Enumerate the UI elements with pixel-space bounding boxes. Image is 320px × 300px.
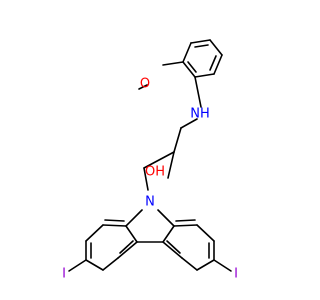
bond bbox=[125, 209, 143, 227]
bond bbox=[162, 225, 175, 243]
bond bbox=[143, 151, 175, 169]
bond-lines bbox=[68, 39, 232, 272]
structure-canvas: O NH OH N I I bbox=[62, 39, 238, 282]
bond bbox=[85, 259, 104, 271]
bond bbox=[166, 240, 181, 254]
bond bbox=[213, 54, 223, 75]
bond bbox=[194, 76, 202, 108]
bond bbox=[102, 257, 119, 271]
atom-labels: O NH OH N I I bbox=[62, 77, 238, 282]
bond bbox=[125, 225, 138, 243]
bond bbox=[209, 55, 217, 71]
bond bbox=[117, 241, 138, 259]
bond bbox=[196, 224, 215, 242]
bond bbox=[173, 127, 182, 153]
bond bbox=[167, 151, 175, 179]
bond bbox=[181, 257, 198, 271]
bond bbox=[162, 61, 184, 66]
bond bbox=[138, 84, 148, 90]
bond bbox=[194, 44, 209, 48]
bond bbox=[213, 259, 232, 272]
bond bbox=[196, 259, 215, 271]
bond bbox=[209, 39, 223, 56]
bond bbox=[182, 42, 192, 63]
bond bbox=[162, 241, 183, 259]
bond bbox=[143, 167, 149, 191]
bond bbox=[68, 259, 87, 272]
bond bbox=[157, 209, 175, 227]
carbazole-nitrogen-label: N bbox=[145, 195, 155, 210]
bond bbox=[173, 224, 198, 227]
bond bbox=[102, 224, 127, 227]
iodine-right-label: I bbox=[234, 267, 238, 282]
bond bbox=[194, 73, 215, 78]
bond bbox=[85, 224, 104, 242]
methoxy-oxygen-label: O bbox=[140, 77, 150, 92]
bond bbox=[187, 61, 197, 73]
bond bbox=[175, 219, 196, 222]
hydroxyl-oh-label: OH bbox=[145, 165, 165, 180]
amine-nh-label: NH bbox=[190, 107, 210, 122]
bond bbox=[182, 61, 196, 78]
bond bbox=[104, 219, 125, 222]
molecule-structure: O NH OH N I I bbox=[62, 39, 238, 282]
bond bbox=[180, 118, 198, 129]
bond bbox=[190, 39, 211, 44]
iodine-left-label: I bbox=[62, 267, 66, 282]
bond bbox=[119, 240, 134, 254]
